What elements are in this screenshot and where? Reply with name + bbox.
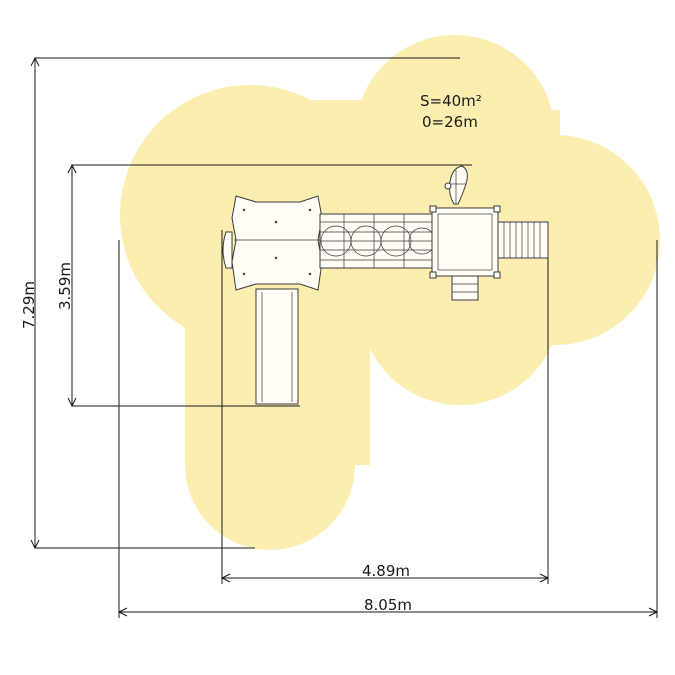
dimension-lines: [30, 56, 659, 618]
safety-zone: [120, 35, 660, 550]
info-block: S=40m² 0=26m: [420, 92, 482, 131]
left-platform: [222, 195, 323, 291]
overall-width-label: 8.05m: [364, 596, 412, 614]
ladder: [497, 221, 549, 259]
perimeter-label: 0=26m: [422, 113, 478, 131]
overall-height-label: 7.29m: [20, 281, 38, 329]
sail-panel: [444, 165, 468, 205]
net-bridge: [319, 213, 436, 269]
area-label: S=40m²: [420, 92, 482, 110]
steps: [451, 275, 479, 301]
right-platform: [429, 205, 501, 279]
equipment-height-label: 3.59m: [56, 262, 74, 310]
equipment-width-label: 4.89m: [362, 562, 410, 580]
equipment-top-view: [222, 165, 549, 405]
slide: [255, 288, 299, 405]
dimension-labels: 7.29m 3.59m 4.89m 8.05m: [20, 262, 412, 614]
